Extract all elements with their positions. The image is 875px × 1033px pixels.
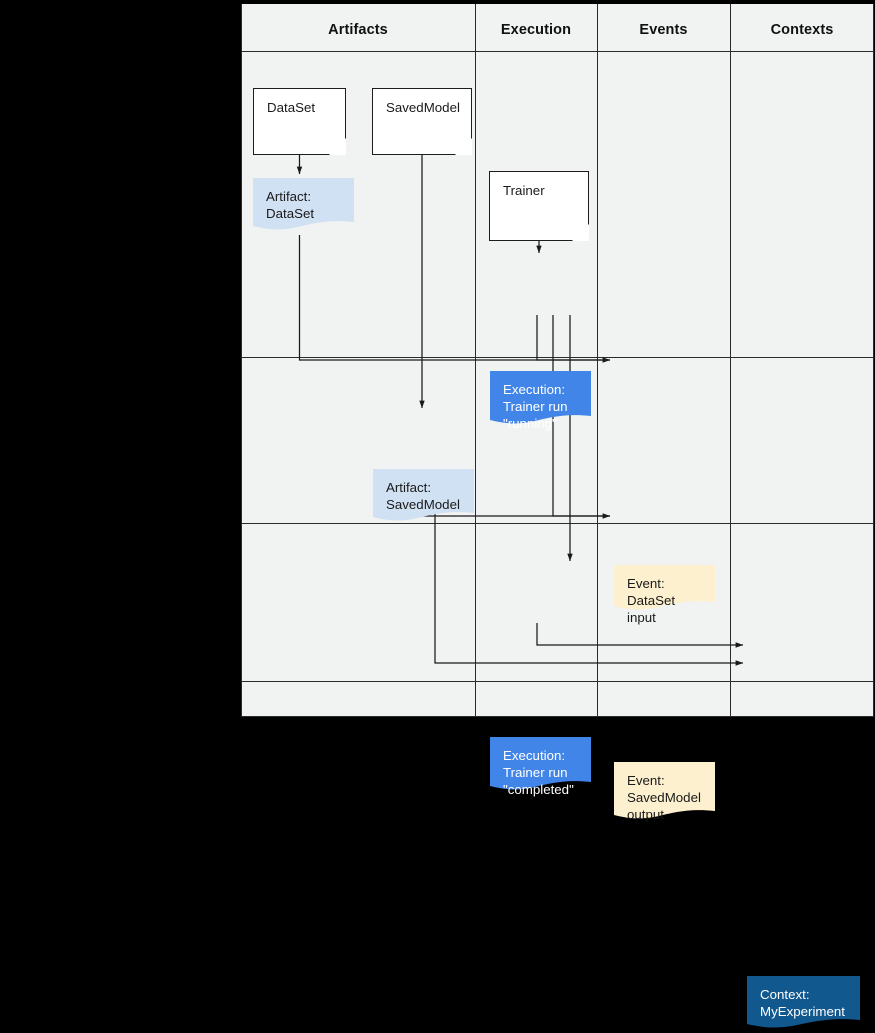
row-separator-2 xyxy=(241,523,874,524)
lane-divider-right xyxy=(873,4,874,717)
lane-header-artifacts: Artifacts xyxy=(328,22,388,38)
lane-divider-events-contexts xyxy=(730,4,731,717)
wave-shape xyxy=(614,565,715,610)
node-execution-completed[interactable]: Execution:Trainer run"completed" xyxy=(490,737,591,797)
lane-header-events: Events xyxy=(639,22,688,38)
page-fold-icon xyxy=(455,138,472,155)
lane-divider-left xyxy=(241,4,242,717)
node-label: SavedModel xyxy=(386,100,460,115)
edge-artifact-dataset-to-event xyxy=(298,235,611,363)
node-trainer-document[interactable]: Trainer xyxy=(489,171,589,241)
node-label: Event:DataSet input xyxy=(627,576,676,625)
node-artifact-savedmodel[interactable]: Artifact:SavedModel xyxy=(373,469,474,526)
lane-header-execution: Execution xyxy=(500,22,572,38)
page-fold-icon xyxy=(329,138,346,155)
edge-artifact-savedmodel-to-context xyxy=(434,469,744,666)
diagram-canvas: Artifacts Execution Events Contexts xyxy=(0,0,875,721)
node-label: DataSet xyxy=(267,100,316,115)
node-context-myexperiment[interactable]: Context:MyExperiment xyxy=(747,976,860,1033)
node-label: Execution:Trainer run"running" xyxy=(503,382,568,431)
board-bottom-edge xyxy=(241,716,874,717)
node-execution-running[interactable]: Execution:Trainer run"running" xyxy=(490,371,591,431)
node-artifact-dataset[interactable]: Artifact:DataSet xyxy=(253,178,354,235)
node-event-dataset-input[interactable]: Event:DataSet input xyxy=(614,565,715,625)
row-separator-1 xyxy=(241,357,874,358)
node-label: Artifact:SavedModel xyxy=(386,480,460,512)
node-dataset-document[interactable]: DataSet xyxy=(253,88,346,155)
edge-execution-running-to-event-input xyxy=(536,315,610,361)
wave-shape xyxy=(490,371,591,424)
node-label: Trainer xyxy=(503,183,545,198)
swimlane-board: Artifacts Execution Events Contexts xyxy=(241,4,874,1028)
wave-shape xyxy=(253,178,354,230)
page-fold-icon xyxy=(572,224,589,241)
lane-header-contexts: Contexts xyxy=(770,22,834,38)
node-label: Artifact:DataSet xyxy=(266,189,315,221)
node-label: Context:MyExperiment xyxy=(760,987,845,1019)
row-separator-3 xyxy=(241,681,874,682)
node-label: Execution:Trainer run"completed" xyxy=(503,748,574,797)
node-savedmodel-document[interactable]: SavedModel xyxy=(372,88,472,155)
wave-shape xyxy=(373,469,474,521)
edge-execution-completed-to-context xyxy=(536,623,744,648)
lane-header-separator xyxy=(241,51,874,52)
